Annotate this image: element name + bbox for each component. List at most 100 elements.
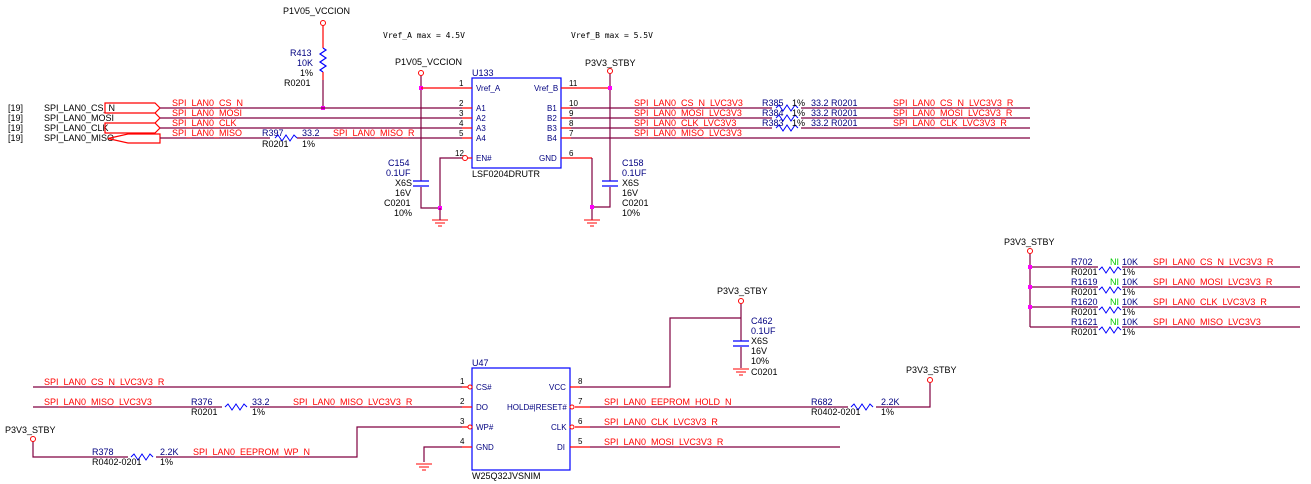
svg-text:C158: C158 (622, 158, 644, 168)
svg-text:1%: 1% (792, 108, 805, 118)
svg-text:C0201: C0201 (751, 367, 778, 377)
svg-text:SPI_LAN0_EEPROM_HOLD_N: SPI_LAN0_EEPROM_HOLD_N (604, 397, 732, 407)
svg-text:8: 8 (569, 119, 574, 128)
svg-text:1%: 1% (792, 98, 805, 108)
c462-decoupling[interactable]: P3V3_STBY C462 0.1UF X6S 16V 10% C0201 (580, 286, 778, 388)
port-name: SPI_LAN0_CLK (44, 123, 109, 133)
svg-text:NI: NI (1110, 257, 1119, 267)
svg-text:0.1UF: 0.1UF (751, 326, 776, 336)
r376-resistor-icon (224, 403, 248, 411)
svg-text:10K: 10K (1122, 297, 1138, 307)
svg-text:SPI_LAN0_CS_N_LVC3V3_R: SPI_LAN0_CS_N_LVC3V3_R (44, 377, 165, 387)
svg-text:R1621: R1621 (1071, 317, 1098, 327)
svg-text:R383: R383 (762, 118, 784, 128)
svg-text:SPI_LAN0_EEPROM_WP_N: SPI_LAN0_EEPROM_WP_N (193, 447, 310, 457)
svg-text:P3V3_STBY: P3V3_STBY (5, 425, 56, 435)
svg-text:10K: 10K (1122, 257, 1138, 267)
svg-text:SPI_LAN0_CLK_LVC3V3_R: SPI_LAN0_CLK_LVC3V3_R (1153, 297, 1267, 307)
svg-text:1%: 1% (1122, 307, 1135, 317)
svg-text:HOLD#|RESET#: HOLD#|RESET# (507, 403, 567, 412)
svg-text:2.2K: 2.2K (160, 447, 179, 457)
svg-text:SPI_LAN0_CS_N_LVC3V3: SPI_LAN0_CS_N_LVC3V3 (634, 98, 743, 108)
svg-text:R0201: R0201 (1071, 287, 1098, 297)
resistor-icon (318, 47, 328, 73)
svg-text:NI: NI (1110, 317, 1119, 327)
svg-text:6: 6 (578, 417, 583, 426)
svg-text:16V: 16V (622, 188, 638, 198)
ref: R413 (290, 48, 312, 58)
svg-text:33.2 R0201: 33.2 R0201 (811, 118, 858, 128)
svg-text:1%: 1% (160, 457, 173, 467)
svg-text:R376: R376 (191, 397, 213, 407)
svg-text:0.1UF: 0.1UF (622, 168, 647, 178)
svg-text:U133: U133 (472, 68, 494, 78)
value: 33.2 (302, 128, 320, 138)
svg-text:1: 1 (460, 377, 465, 386)
power-label: P3V3_STBY (585, 58, 636, 68)
svg-text:R0201: R0201 (1071, 327, 1098, 337)
svg-text:P3V3_STBY: P3V3_STBY (717, 286, 768, 296)
svg-text:R0402-0201: R0402-0201 (92, 457, 142, 467)
svg-text:SPI_LAN0_MOSI_LVC3V3: SPI_LAN0_MOSI_LVC3V3 (634, 108, 742, 118)
svg-text:2: 2 (460, 397, 465, 406)
svg-text:6: 6 (569, 149, 574, 158)
svg-text:B1: B1 (547, 104, 557, 113)
svg-text:1%: 1% (792, 118, 805, 128)
port-name: SPI_LAN0_MOSI (44, 113, 114, 123)
u47-left-labels: SPI_LAN0_CS_N_LVC3V3_R SPI_LAN0_MISO_LVC… (5, 377, 413, 467)
pkg: R0201 (284, 78, 311, 88)
svg-text:33.2 R0201: 33.2 R0201 (811, 98, 858, 108)
vref-a-note: Vref_A max = 4.5V (383, 31, 465, 40)
svg-text:NI: NI (1110, 277, 1119, 287)
svg-text:10%: 10% (622, 208, 640, 218)
svg-text:CS#: CS# (476, 383, 492, 392)
svg-text:10: 10 (569, 99, 578, 108)
svg-text:P3V3_STBY: P3V3_STBY (1004, 237, 1055, 247)
svg-text:U47: U47 (472, 358, 489, 368)
svg-text:X6S: X6S (751, 336, 768, 346)
svg-text:9: 9 (569, 109, 574, 118)
svg-text:B2: B2 (547, 114, 557, 123)
svg-text:2.2K: 2.2K (881, 397, 900, 407)
power-port-icon (320, 20, 326, 26)
svg-text:R0201: R0201 (1071, 307, 1098, 317)
svg-text:A2: A2 (476, 114, 486, 123)
power-port-icon (418, 70, 424, 76)
offpage-connector-icon (107, 133, 161, 144)
power-port-icon (607, 68, 613, 74)
svg-text:SPI_LAN0_MOSI_LVC3V3_R: SPI_LAN0_MOSI_LVC3V3_R (1153, 277, 1273, 287)
ref: R397 (262, 128, 284, 138)
svg-text:A3: A3 (476, 124, 486, 133)
svg-text:R1619: R1619 (1071, 277, 1098, 287)
svg-text:X6S: X6S (622, 178, 639, 188)
svg-text:B4: B4 (547, 134, 557, 143)
svg-text:1%: 1% (881, 407, 894, 417)
svg-text:R702: R702 (1071, 257, 1093, 267)
svg-text:CLK: CLK (551, 423, 567, 432)
port-name: SPI_LAN0_MISO (44, 133, 114, 143)
svg-text:8: 8 (578, 377, 583, 386)
svg-text:C0201: C0201 (384, 198, 411, 208)
c154-labels: C154 0.1UF X6S 16V C0201 10% (384, 158, 412, 218)
svg-text:12: 12 (455, 149, 464, 158)
r413-pullup[interactable]: P1V05_VCCION R413 10K 1% R0201 (283, 6, 350, 110)
svg-text:R385: R385 (762, 98, 784, 108)
svg-text:10K: 10K (1122, 317, 1138, 327)
sheet-ref: [19] (8, 103, 23, 113)
svg-text:33.2 R0201: 33.2 R0201 (811, 108, 858, 118)
svg-text:0.1UF: 0.1UF (386, 168, 411, 178)
svg-text:SPI_LAN0_CLK_LVC3V3_R: SPI_LAN0_CLK_LVC3V3_R (604, 417, 718, 427)
svg-text:R0201: R0201 (191, 407, 218, 417)
svg-text:R1620: R1620 (1071, 297, 1098, 307)
power-port-icon (927, 377, 933, 383)
tol: 1% (300, 68, 313, 78)
svg-text:16V: 16V (395, 188, 411, 198)
svg-text:A4: A4 (476, 134, 486, 143)
svg-text:R0402-0201: R0402-0201 (811, 407, 861, 417)
svg-text:Vref_B: Vref_B (534, 84, 558, 93)
svg-text:LSF0204DRUTR: LSF0204DRUTR (472, 169, 541, 179)
net-label: SPI_LAN0_MISO (172, 128, 242, 138)
